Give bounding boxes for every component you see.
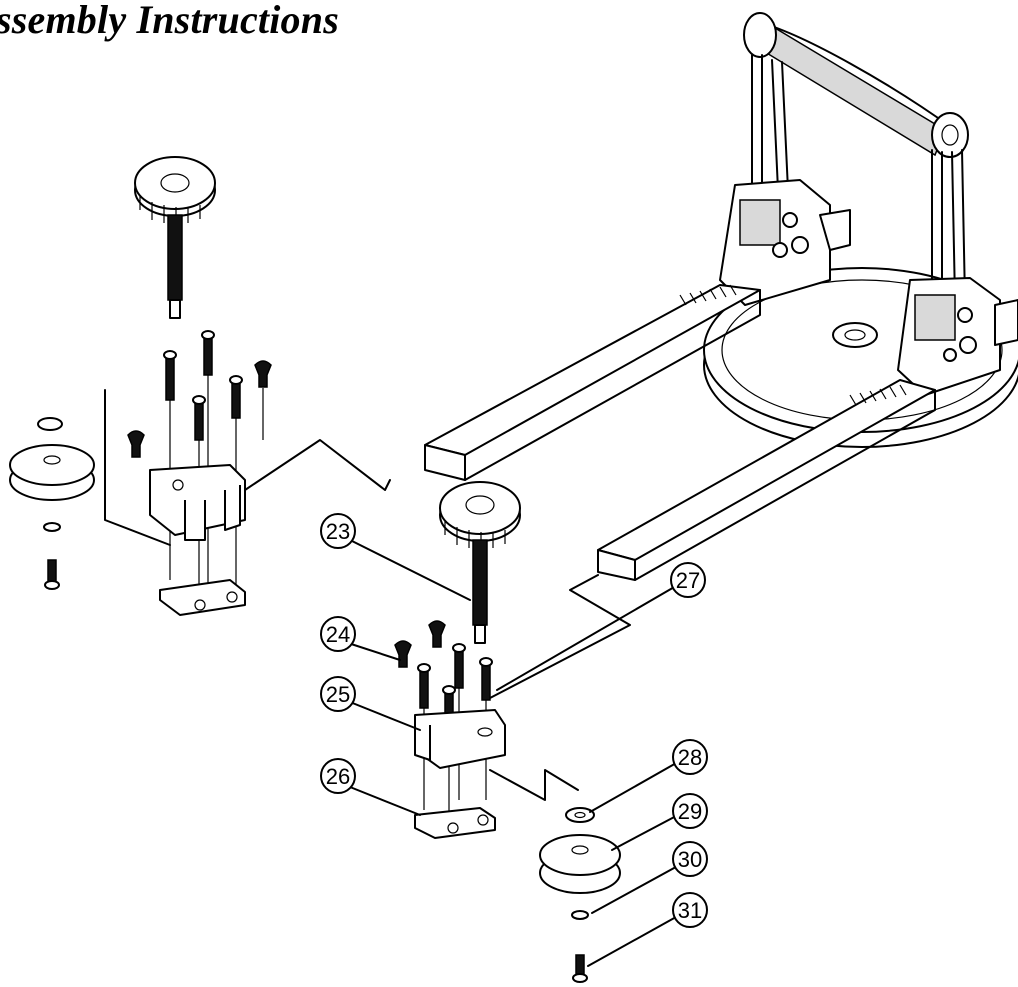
callout-30: 30: [672, 841, 708, 877]
svg-text:24: 24: [326, 622, 350, 647]
foot-29: [539, 834, 621, 894]
knob-left: [134, 156, 216, 319]
clamp-block-25: [414, 709, 506, 769]
clamp-block-left: [149, 464, 246, 541]
clamp-plate-26: [414, 807, 496, 839]
callout-26: 26: [320, 758, 356, 794]
rail-lower: [597, 379, 936, 581]
rail-upper: [424, 284, 761, 481]
svg-text:25: 25: [326, 682, 350, 707]
svg-text:28: 28: [678, 745, 702, 770]
svg-text:23: 23: [326, 519, 350, 544]
diagram-title: ssembly Instructions: [0, 0, 339, 42]
washer-30: [571, 910, 589, 920]
callout-31: 31: [672, 892, 708, 928]
leader-line-foot-right: [489, 769, 579, 801]
handle: [743, 12, 969, 301]
screws-left: [127, 330, 272, 600]
callout-28: 28: [672, 739, 708, 775]
svg-text:27: 27: [676, 568, 700, 593]
lever-clamp-rear: [719, 179, 851, 306]
svg-text:26: 26: [326, 764, 350, 789]
leader-line-foot-left: [104, 389, 171, 546]
leader-line-right: [489, 574, 631, 699]
washer-28: [565, 807, 595, 823]
svg-text:29: 29: [678, 799, 702, 824]
callout-27: 27: [670, 562, 706, 598]
svg-text:31: 31: [678, 898, 702, 923]
knob-23: [439, 481, 521, 644]
screw-31: [572, 954, 588, 983]
callout-25: 25: [320, 676, 356, 712]
callout-24: 24: [320, 616, 356, 652]
callout-23: 23: [320, 513, 356, 549]
foot-left: [9, 417, 95, 590]
svg-text:30: 30: [678, 847, 702, 872]
callout-29: 29: [672, 793, 708, 829]
clamp-plate-left: [159, 579, 246, 616]
leader-line-left: [244, 439, 391, 491]
lever-clamp-front: [897, 277, 1018, 396]
callout-leaders: [344, 539, 686, 967]
